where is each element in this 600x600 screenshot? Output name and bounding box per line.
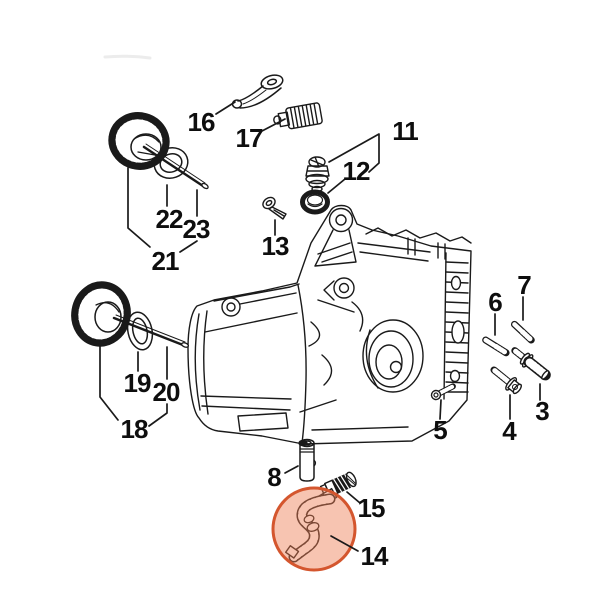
callout-14: 14: [360, 541, 389, 571]
callout-12: 12: [342, 156, 371, 186]
part-19-cap-drawing: [71, 281, 131, 347]
cap-retainer-rod-drawing: [142, 143, 209, 190]
part-17-filter-drawing: [273, 102, 323, 130]
part-22-cap-drawing: [108, 112, 170, 170]
highlight-circle-ring: [271, 486, 357, 572]
callout-22: 22: [155, 204, 184, 234]
callout-7: 7: [517, 270, 532, 300]
part-13-plug-drawing: [262, 196, 287, 220]
callout-8: 8: [267, 462, 282, 492]
highlight-circle-fill: [273, 488, 355, 570]
callout-11: 11: [392, 116, 418, 146]
scan-artifact: [103, 54, 152, 60]
callout-20: 20: [152, 377, 181, 407]
part-14-hose-drawing: [285, 487, 338, 563]
part-5-screw-drawing: [430, 383, 456, 401]
part-12-grommet-drawing: [300, 189, 330, 215]
part-4-screw-drawing: [490, 366, 522, 395]
callout-21: 21: [151, 246, 180, 276]
crankcase-drawing: [187, 204, 472, 447]
callout-19: 19: [123, 368, 152, 398]
part-3-plug-screw-drawing: [511, 347, 551, 381]
callout-16: 16: [187, 107, 216, 137]
part-15-worm-drawing: [319, 471, 357, 499]
part-8-tube-drawing: [299, 438, 317, 482]
part-7-stud-drawing: [510, 320, 535, 344]
part-23-oring-drawing: [153, 147, 189, 179]
part-16-pipe-drawing: [231, 74, 284, 109]
callout-6: 6: [488, 287, 503, 317]
callout-18: 18: [120, 414, 149, 444]
leader-lines: [99, 101, 541, 552]
callout-4: 4: [502, 416, 517, 446]
callout-5: 5: [433, 415, 448, 445]
part-12-valve-drawing: [305, 156, 330, 193]
callout-23: 23: [182, 214, 211, 244]
part-6-stud-drawing: [482, 336, 510, 357]
oil-cap-rod-drawing: [112, 314, 190, 348]
callout-17: 17: [235, 123, 264, 153]
callout-13: 13: [261, 231, 290, 261]
callout-3: 3: [535, 396, 550, 426]
callout-15: 15: [357, 493, 386, 523]
